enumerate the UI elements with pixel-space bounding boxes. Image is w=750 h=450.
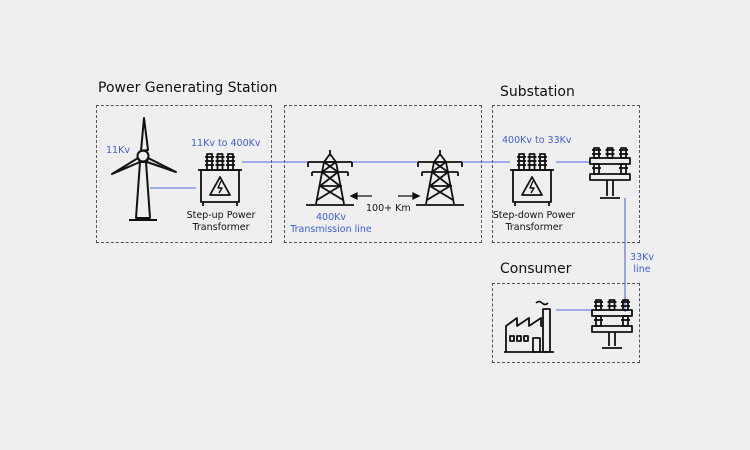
step-up-name-label: Step-up Power Transformer xyxy=(186,210,256,233)
step-down-rating-label: 400Kv to 33Kv xyxy=(502,135,572,146)
pole-insulator-icon xyxy=(589,147,631,199)
transmission-name-label: Transmission line xyxy=(290,224,372,235)
heading-substation: Substation xyxy=(500,84,575,100)
consumer-box xyxy=(492,283,640,363)
step-down-name-label: Step-down Power Transformer xyxy=(492,210,576,233)
distribution-name-label: line xyxy=(633,264,651,275)
wind-turbine-icon xyxy=(111,117,177,221)
transformer-icon xyxy=(198,153,242,206)
transformer-icon xyxy=(510,153,554,206)
factory-icon xyxy=(504,300,554,353)
step-up-rating-label: 11Kv to 400Kv xyxy=(191,138,261,149)
double-arrow-icon xyxy=(349,191,421,201)
generator-voltage-label: 11Kv xyxy=(106,145,130,156)
distance-label: 100+ Km xyxy=(366,203,411,214)
transmission-voltage-label: 400Kv xyxy=(316,212,346,223)
heading-consumer: Consumer xyxy=(500,261,572,277)
generating-station-box xyxy=(96,105,272,243)
substation-box xyxy=(492,105,640,243)
heading-generating-station: Power Generating Station xyxy=(98,80,278,96)
pole-insulator-icon xyxy=(591,299,633,349)
transmission-tower-icon xyxy=(416,150,464,206)
transmission-tower-icon xyxy=(306,150,354,206)
distribution-voltage-label: 33Kv xyxy=(630,252,654,263)
transmission-box xyxy=(284,105,482,243)
